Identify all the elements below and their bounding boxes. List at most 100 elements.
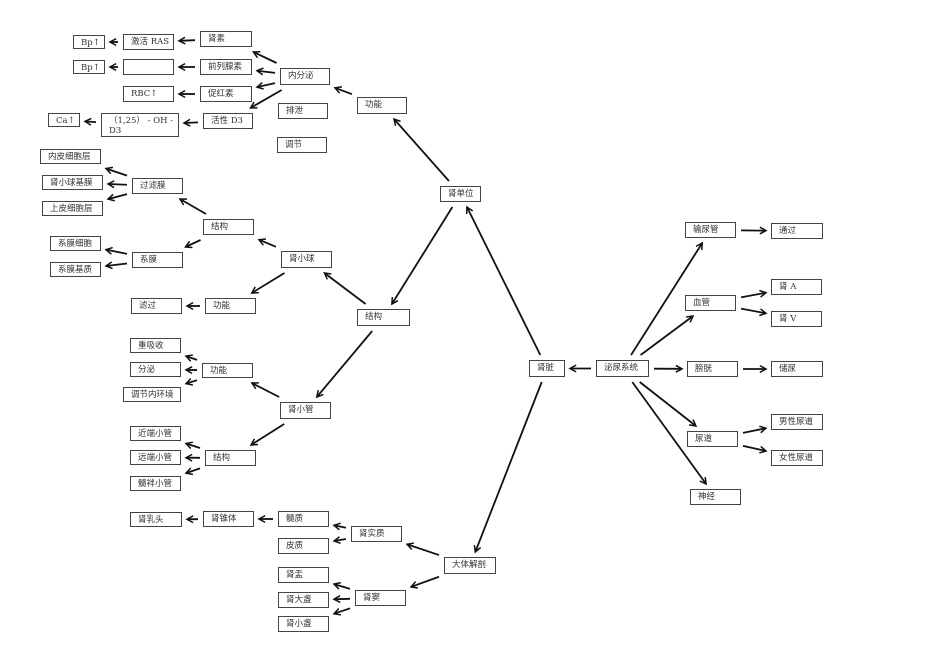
arrowhead-icon: [255, 81, 264, 90]
node-tiaojienei[interactable]: 调节内环境: [123, 387, 181, 402]
node-rbc[interactable]: RBC↑: [123, 86, 174, 102]
node-fenmi[interactable]: 分泌: [130, 362, 181, 377]
node-gongneng3[interactable]: 功能: [202, 363, 253, 378]
node-jiegou1[interactable]: 结构: [203, 219, 254, 235]
node-chuniao[interactable]: 储尿: [771, 361, 823, 377]
node-miniao[interactable]: 泌尿系统: [596, 360, 649, 377]
node-gongneng2[interactable]: 功能: [205, 298, 256, 314]
arrow-suizhi-to-shenzhuiti: [257, 514, 273, 524]
arrow-jiegou3-to-yuanduan: [184, 453, 201, 462]
arrowhead-icon: [184, 441, 194, 450]
arrowhead-icon: [106, 180, 115, 189]
arrowhead-icon: [257, 238, 267, 246]
arrow-shenzang-to-shendanwei: [465, 205, 542, 356]
node-suizhi[interactable]: 髓质: [278, 511, 329, 527]
node-shuniaoguan[interactable]: 输尿管: [685, 222, 736, 238]
arrowhead-icon: [177, 36, 186, 45]
node-chongxishou[interactable]: 重吸收: [130, 338, 181, 353]
node-ximojizhi[interactable]: 系膜基质: [50, 262, 101, 277]
arrowhead-icon: [568, 364, 577, 373]
arrowhead-icon: [332, 581, 342, 590]
arrow-shenshizhi-to-pizhi: [332, 536, 347, 545]
arrow-gongneng3-to-fenmi: [184, 365, 198, 375]
arrowhead-icon: [332, 595, 341, 604]
node-dati[interactable]: 大体解剖: [444, 557, 496, 574]
node-shenshizhi[interactable]: 肾实质: [351, 526, 402, 542]
arrow-miniao-to-niaodao: [639, 381, 698, 427]
arrowhead-icon: [185, 515, 194, 524]
arrowhead-icon: [184, 467, 194, 476]
node-niaodao[interactable]: 尿道: [687, 431, 738, 447]
arrowhead-icon: [332, 536, 341, 545]
arrow-xueguan-to-shenA: [740, 289, 768, 299]
node-gongneng1[interactable]: 功能: [357, 97, 407, 114]
node-huoxing[interactable]: 活性 D3: [203, 113, 253, 129]
node-pangguang[interactable]: 膀胱: [687, 361, 738, 377]
node-jiegou3[interactable]: 结构: [205, 450, 256, 466]
arrowhead-icon: [184, 365, 193, 375]
arrowhead-icon: [178, 198, 188, 206]
arrowhead-icon: [184, 240, 193, 249]
node-shenjing[interactable]: 神经: [690, 489, 741, 505]
arrowhead-icon: [332, 522, 341, 531]
arrowhead-icon: [675, 364, 684, 373]
arrow-guolvmo-to-jimo: [106, 180, 128, 189]
node-nanxing[interactable]: 男性尿道: [771, 414, 823, 430]
arrowhead-icon: [332, 608, 342, 616]
arrow-ximo-to-ximoxibao: [104, 246, 128, 255]
node-empty[interactable]: [123, 59, 174, 75]
node-neipi[interactable]: 内皮细胞层: [40, 149, 101, 164]
arrowhead-icon: [391, 296, 399, 306]
node-shensu[interactable]: 肾素: [200, 31, 252, 47]
node-shenV[interactable]: 肾 V: [771, 311, 822, 327]
node-shendou[interactable]: 肾窦: [355, 590, 406, 606]
arrowhead-icon: [177, 89, 186, 99]
node-shenxiaozhan[interactable]: 肾小盏: [278, 616, 329, 632]
node-tongguo[interactable]: 通过: [771, 223, 823, 239]
node-pizhi[interactable]: 皮质: [278, 538, 329, 554]
node-ca[interactable]: Ca↑: [48, 113, 80, 127]
node-jiegou[interactable]: 结构: [357, 309, 410, 326]
node-ximoxibao[interactable]: 系膜细胞: [50, 236, 101, 251]
node-ximo[interactable]: 系膜: [132, 252, 183, 268]
arrowhead-icon: [255, 67, 264, 76]
node-paixie[interactable]: 排泄: [278, 103, 328, 119]
node-ras[interactable]: 激活 RAS: [123, 34, 174, 50]
arrowhead-icon: [695, 241, 704, 251]
arrowhead-icon: [323, 272, 332, 280]
node-jinduan[interactable]: 近端小管: [130, 426, 181, 441]
node-bp1[interactable]: Bp↑: [73, 35, 105, 49]
node-neifenmi[interactable]: 内分泌: [280, 68, 330, 85]
arrowhead-icon: [104, 246, 113, 255]
node-shenzhuiti[interactable]: 肾锥体: [203, 511, 254, 527]
arrow-guolvmo-to-neipi: [104, 166, 128, 177]
arrow-shendou-to-shenxiaozhan: [332, 607, 351, 616]
node-shangpi[interactable]: 上皮细胞层: [42, 201, 103, 216]
node-shenzang[interactable]: 肾脏: [529, 360, 565, 377]
node-lvguo[interactable]: 滤过: [131, 298, 182, 314]
node-xueguan[interactable]: 血管: [685, 295, 736, 311]
node-shenyu[interactable]: 肾盂: [278, 567, 329, 583]
node-tiaojie[interactable]: 调节: [277, 137, 327, 153]
node-yuanduan[interactable]: 远端小管: [130, 450, 181, 465]
node-shendanwei[interactable]: 肾单位: [440, 186, 481, 202]
node-guolvmo[interactable]: 过滤膜: [132, 178, 183, 194]
node-shenxiaoqiu[interactable]: 肾小球: [281, 251, 332, 268]
node-nvxing[interactable]: 女性尿道: [771, 450, 823, 466]
node-suipan[interactable]: 髓袢小管: [130, 476, 181, 491]
node-cuhong[interactable]: 促红素: [200, 86, 252, 102]
node-d3calc[interactable]: （1,25） - OH - D3: [101, 113, 179, 137]
arrowhead-icon: [106, 193, 115, 202]
node-bp2[interactable]: Bp↑: [73, 60, 105, 74]
node-shenxiaoguan[interactable]: 肾小管: [280, 402, 331, 419]
node-jimo[interactable]: 肾小球基膜: [42, 175, 103, 190]
node-shenA[interactable]: 肾 A: [771, 279, 822, 295]
node-shenrutou[interactable]: 肾乳头: [130, 512, 182, 527]
arrow-jiegou3-to-jinduan: [184, 441, 201, 450]
arrowhead-icon: [184, 378, 194, 386]
arrow-shenzang-to-dati: [473, 381, 543, 554]
node-qianlie[interactable]: 前列腺素: [200, 59, 252, 75]
arrowhead-icon: [182, 118, 191, 127]
node-shendazhan[interactable]: 肾大盏: [278, 592, 329, 608]
arrow-qianlie-to-empty: [177, 62, 195, 72]
